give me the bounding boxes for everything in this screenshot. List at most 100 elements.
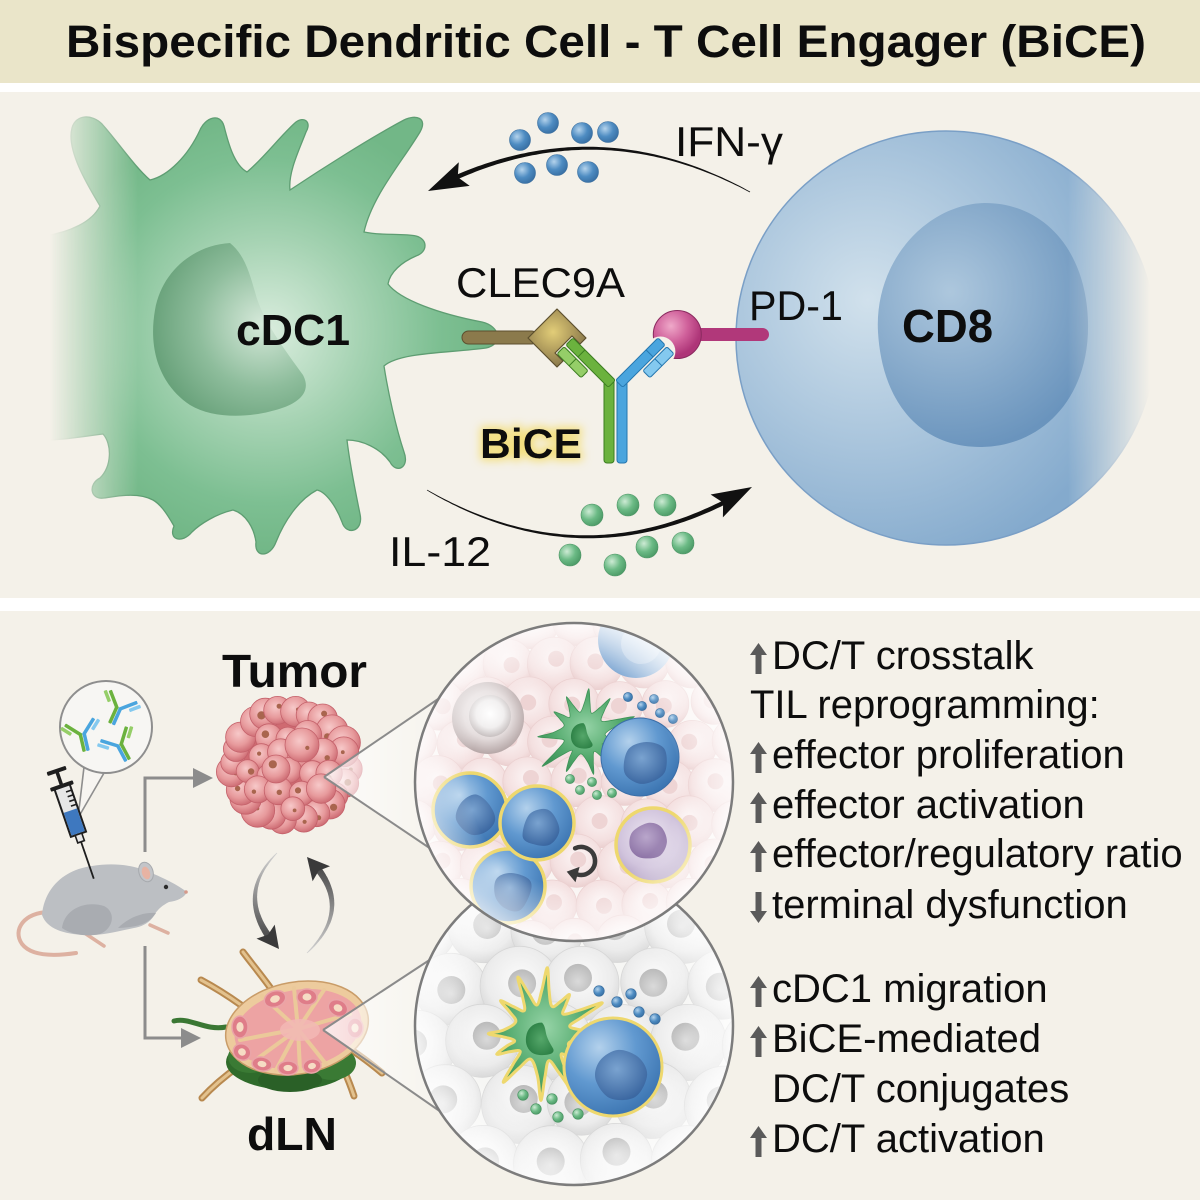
finding-item: terminal dysfunction <box>750 883 1128 927</box>
mouse-front-foot <box>148 923 170 935</box>
ifn-gamma-particles <box>509 112 619 184</box>
dln-to-tumor-arrow <box>306 865 335 954</box>
mouse-hind-leg <box>62 904 112 936</box>
finding-text: effector/regulatory ratio <box>772 832 1183 876</box>
germinal-center <box>308 1062 316 1070</box>
bice-anti-pd1-fab <box>615 338 674 388</box>
domain-divider <box>654 358 663 367</box>
arrowhead-up-icon <box>307 857 330 882</box>
clec9a-binding-domain <box>527 308 587 368</box>
pd1-receptor <box>652 310 769 359</box>
arrowhead-right-icon <box>181 1028 201 1048</box>
tumor-cell-nucleus <box>257 751 262 756</box>
mouse-ear-inner <box>141 866 151 880</box>
delivery-routes <box>143 768 213 1048</box>
increase-arrow-icon <box>750 1026 767 1057</box>
finding-text: DC/T activation <box>772 1117 1045 1161</box>
pd1-label: PD-1 <box>749 282 843 329</box>
ifn-gamma-particle <box>514 162 536 184</box>
zoom-cone-edge <box>322 1029 442 1113</box>
tumor-cell-nucleus <box>261 730 270 738</box>
finding-text: effector activation <box>772 783 1085 827</box>
il12-particle <box>616 493 640 517</box>
finding-text: effector proliferation <box>772 733 1125 777</box>
tumor-cell-nucleus <box>276 789 282 795</box>
tumor-cell-nucleus <box>302 819 307 824</box>
zoom-cone-edge <box>322 958 432 1031</box>
domain-divider <box>645 349 654 358</box>
tumor-to-dln-arrow <box>252 852 278 941</box>
syringe-icon <box>46 766 95 879</box>
il12-particle <box>580 503 604 527</box>
finding-item: DC/T activation <box>750 1117 1045 1161</box>
tumor-label: Tumor <box>222 645 367 697</box>
il12-particles <box>558 493 695 577</box>
blood-vessel <box>171 1017 229 1031</box>
decrease-arrow-icon <box>750 892 767 923</box>
lymph-node-illustration <box>171 948 386 1102</box>
bice-label: BiCE <box>480 420 582 467</box>
arrowhead-right-icon <box>710 487 752 518</box>
increase-arrow-icon <box>750 792 767 823</box>
dln-label: dLN <box>247 1108 337 1160</box>
tumor-cell <box>280 796 306 821</box>
finding-heading: TIL reprogramming: <box>750 683 1100 727</box>
finding-text: DC/T crosstalk <box>772 634 1035 678</box>
tumor-cell-nucleus <box>294 787 302 794</box>
germinal-center <box>238 1048 246 1056</box>
finding-text: cDC1 migration <box>772 967 1048 1011</box>
il12-particle <box>653 493 677 517</box>
antibody-zoom-bubble <box>58 680 153 819</box>
finding-continuation: DC/T conjugates <box>772 1067 1069 1111</box>
il12-label: IL-12 <box>389 528 491 575</box>
finding-text: BiCE-mediated <box>772 1017 1041 1061</box>
ifn-gamma-particle <box>571 122 593 144</box>
tumor-magnified-view <box>413 621 735 943</box>
cd8-t-cell <box>735 130 1157 546</box>
increase-arrow-icon <box>750 643 767 674</box>
bice-antibody <box>557 338 674 464</box>
mouse-belly-shade <box>118 912 156 928</box>
germinal-center <box>302 993 312 1001</box>
arrowhead-down-icon <box>256 924 279 949</box>
tumor-illustration <box>215 695 363 835</box>
arrowhead-left-icon <box>428 162 470 191</box>
title-band: Bispecific Dendritic Cell - T Cell Engag… <box>0 0 1200 83</box>
ifn-gamma-particle <box>546 154 568 176</box>
germinal-center <box>270 995 280 1003</box>
increase-arrow-icon <box>750 841 767 872</box>
arrowhead-right-icon <box>193 768 213 788</box>
clec9a-label: CLEC9A <box>456 259 625 306</box>
finding-item: effector activation <box>750 783 1085 827</box>
route-to-dln-line <box>143 946 184 1040</box>
zoom-cone-edge <box>323 696 442 778</box>
tumor-findings-list: DC/T crosstalk TIL reprogramming: effect… <box>750 634 1183 927</box>
lymph-node-medulla <box>280 1019 320 1041</box>
increase-arrow-icon <box>750 742 767 773</box>
finding-text: TIL reprogramming: <box>750 683 1100 727</box>
il12-particle <box>635 535 659 559</box>
bice-pd1-arm-fc-chain <box>616 377 628 464</box>
syringe-needle <box>80 841 95 879</box>
dln-findings-list: cDC1 migration BiCE-mediated DC/T conjug… <box>750 967 1069 1161</box>
finding-item: DC/T crosstalk <box>750 634 1035 678</box>
bice-anti-pd1-heavy-chain <box>615 338 665 388</box>
tumor-magnifier-ring <box>413 621 735 943</box>
finding-text: DC/T conjugates <box>772 1067 1069 1111</box>
mouse-icon <box>16 861 188 957</box>
mouse-eye <box>163 884 169 890</box>
bice-clec9a-arm-fc-chain <box>603 377 615 464</box>
il12-particle <box>558 543 582 567</box>
in-vivo-panel: Tumor dLN DC/T crosstalk TIL reprogrammi… <box>0 611 1200 1200</box>
dln-zoom-cone <box>322 958 442 1113</box>
cd8-nucleus <box>877 203 1089 448</box>
tumor-cell <box>305 773 337 804</box>
cdc1-cell <box>44 116 499 555</box>
pd1-stalk <box>688 328 769 341</box>
tumor-zoom-cone <box>323 696 442 850</box>
tumor-cell-nucleus <box>234 785 241 792</box>
vessel-highlight <box>241 950 274 992</box>
tumor-cell-nucleus <box>324 755 330 761</box>
pd1-binding-domain <box>652 310 702 359</box>
finding-text: terminal dysfunction <box>772 883 1128 927</box>
